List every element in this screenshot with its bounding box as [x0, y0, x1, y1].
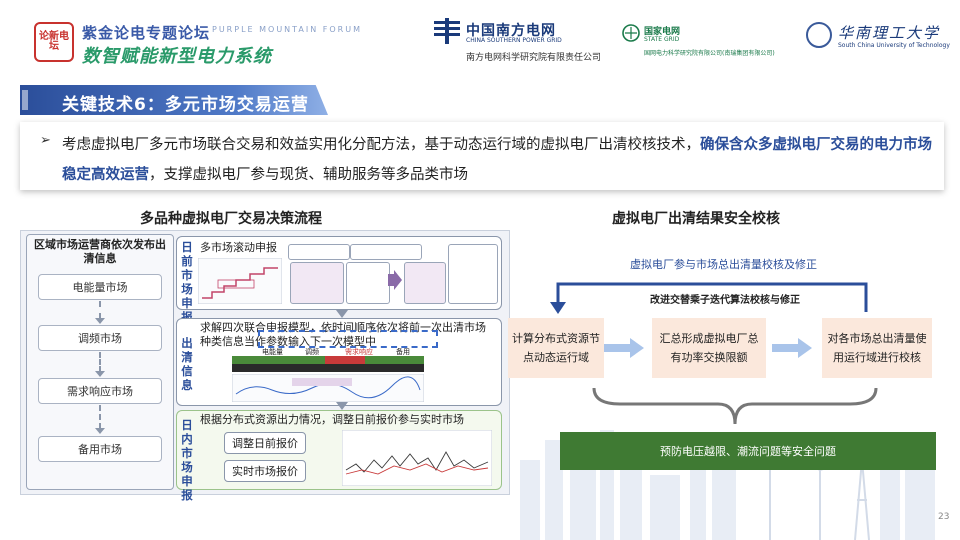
- csg-name: 中国南方电网: [466, 23, 556, 39]
- title-bar: [20, 85, 328, 115]
- diagram-box: [404, 262, 446, 304]
- page-number: 23: [938, 512, 950, 522]
- market-box-energy: 电能量市场: [38, 274, 162, 300]
- market-box-demand-response: 需求响应市场: [38, 378, 162, 404]
- step-curve-chart: [198, 258, 282, 304]
- scut-seal-icon: [806, 22, 832, 48]
- adjust-day-ahead-price: 调整日前报价: [224, 432, 306, 454]
- down-arrow-icon: [336, 402, 348, 410]
- forum-subtitle: 数智赋能新型电力系统: [82, 46, 272, 67]
- csg-logo-icon: [434, 18, 460, 44]
- realtime-market-price: 实时市场报价: [224, 460, 306, 482]
- step-box-market-check: 对各市场总出清量使用运行域进行校核: [822, 318, 932, 378]
- bar-label-reserve: 备用: [396, 348, 410, 356]
- clearing-bar-dark: [232, 364, 424, 372]
- title-accent: [22, 90, 28, 110]
- state-grid-name: 国家电网: [644, 27, 681, 37]
- state-grid-english-name: STATE GRID: [644, 36, 680, 43]
- day-ahead-caption: 多市场滚动申报: [200, 241, 277, 254]
- step-arrow-icon: [604, 338, 644, 358]
- diagram-box: [346, 262, 390, 304]
- diagram-box: [288, 244, 350, 260]
- csg-english-name: CHINA SOUTHERN POWER GRID: [466, 37, 562, 44]
- clearing-info-label: 出清信息: [181, 336, 193, 392]
- clearing-bar-red: [325, 356, 365, 364]
- flow-line: [99, 352, 101, 372]
- bullet-highlight: 确保含众多虚拟电厂交易的电力市场稳定高效运营: [62, 137, 932, 183]
- verification-top-label: 虚拟电厂参与市场总出清量校核及修正: [630, 258, 817, 271]
- purple-arrow-icon: [388, 270, 402, 290]
- feedback-loop-arrow: [550, 282, 868, 314]
- step-box-power-limit: 汇总形成虚拟电厂总有功率交换限额: [652, 318, 766, 378]
- bullet-text-after: ，支撑虚拟电厂参与现货、辅助服务等多品类市场: [149, 167, 468, 183]
- down-arrow-icon: [336, 310, 348, 318]
- state-grid-institute: 国网电力科学研究院有限公司(南瑞集团有限公司): [644, 50, 775, 57]
- market-box-frequency: 调频市场: [38, 325, 162, 351]
- right-section-heading: 虚拟电厂出清结果安全校核: [612, 211, 780, 227]
- page-title: 关键技术6：多元市场交易运营: [62, 95, 309, 115]
- bullet-text: 考虑虚拟电厂多元市场联合交易和效益实用化分配方法，基于动态运行域的虚拟电厂出清校…: [62, 130, 934, 190]
- market-box-reserve: 备用市场: [38, 436, 162, 462]
- intraday-caption: 根据分布式资源出力情况，调整日前报价参与实时市场: [200, 413, 464, 426]
- flow-arrow-icon: [95, 428, 105, 434]
- bullet-arrow-icon: ➢: [40, 133, 51, 148]
- flow-line: [99, 301, 101, 319]
- diagram-box: [290, 262, 344, 304]
- intraday-price-chart: [342, 430, 492, 486]
- market-column-title: 区域市场运营商依次发布出清信息: [34, 238, 166, 265]
- forum-title: 紫金论电专题论坛: [82, 24, 211, 42]
- intraday-label: 日内市场申报: [181, 418, 193, 502]
- flow-arrow-icon: [95, 371, 105, 377]
- diagram-box: [448, 244, 498, 304]
- left-section-heading: 多品种虚拟电厂交易决策流程: [140, 211, 322, 227]
- diagram-box: [350, 244, 422, 260]
- flow-arrow-icon: [95, 318, 105, 324]
- csg-institute: 南方电网科学研究院有限责任公司: [466, 53, 602, 63]
- scut-name: 华南理工大学: [838, 24, 941, 42]
- forum-english-title: PURPLE MOUNTAIN FORUM: [212, 25, 362, 34]
- bullet-text-before: 考虑虚拟电厂多元市场联合交易和效益实用化分配方法，基于动态运行域的虚拟电厂出清校…: [62, 137, 700, 153]
- bar-label-frequency: 调频: [305, 348, 319, 356]
- bullet-box: [20, 122, 944, 190]
- loop-label: 改进交替乘子迭代算法校核与修正: [650, 295, 800, 306]
- bar-label-energy: 电能量: [262, 348, 283, 356]
- bar-label-demand-response: 需求响应: [345, 348, 373, 356]
- scut-english-name: South China University of Technology: [838, 42, 950, 49]
- clearing-detail-chart: [232, 374, 424, 402]
- summary-brace: [592, 387, 878, 425]
- safety-result-box: 预防电压越限、潮流问题等安全问题: [560, 432, 936, 470]
- flow-line: [99, 405, 101, 429]
- step-arrow-icon: [772, 338, 812, 358]
- state-grid-logo-icon: [622, 24, 640, 42]
- highlight-dashed-box: [258, 330, 438, 348]
- step-box-operating-region: 计算分布式资源节点动态运行域: [508, 318, 604, 378]
- forum-seal-logo: 论新电坛: [34, 22, 74, 62]
- day-ahead-label: 日前市场申报: [181, 240, 193, 324]
